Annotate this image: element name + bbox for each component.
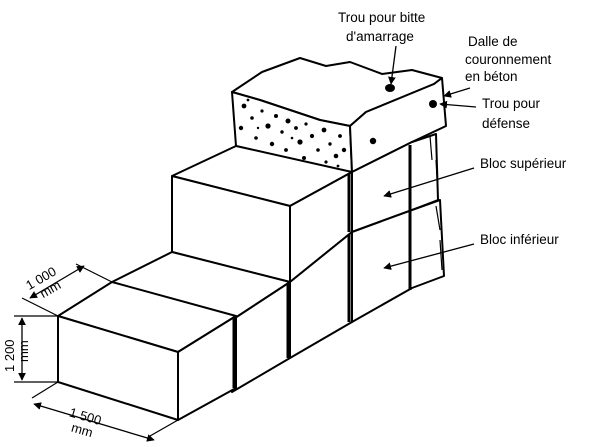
label-lower-block: Bloc inférieur [480, 232, 559, 247]
dimension-length-unit: mm [70, 420, 95, 440]
adjacent-blocks-background [351, 133, 445, 323]
label-cap-line2: couronnement [465, 52, 552, 67]
concrete-cap-slab [231, 57, 447, 173]
label-bollard-hole-line2: d'amarrage [346, 29, 414, 44]
label-bollard-hole-line1: Trou pour bitte [338, 10, 425, 25]
label-cap-line1: Dalle de [468, 34, 518, 49]
label-cap-line3: en béton [465, 69, 518, 84]
fender-hole [429, 100, 437, 108]
concrete-aggregate-texture [238, 98, 347, 168]
bollard-hole [385, 84, 395, 92]
lower-block [111, 231, 353, 393]
label-upper-block: Bloc supérieur [480, 156, 567, 171]
fender-hole-small [369, 137, 377, 145]
dimension-height-value: 1 200 [2, 339, 17, 372]
dimension-height-unit: mm [16, 340, 31, 362]
dimension-lines [14, 263, 179, 442]
label-fender-hole-line2: défense [482, 116, 530, 131]
label-fender-hole-line1: Trou pour [482, 96, 541, 111]
front-block [57, 281, 237, 421]
leader-lines [383, 45, 477, 270]
